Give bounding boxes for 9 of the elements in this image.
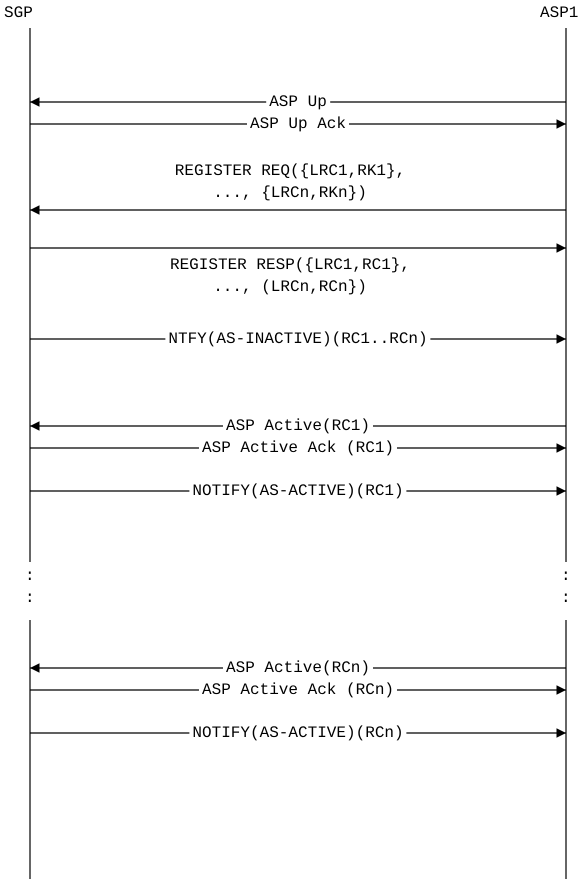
message-arrow [30,97,566,107]
continuation-mark: : [561,589,571,607]
continuation-mark: : [25,567,35,585]
continuation-mark: : [561,567,571,585]
message-arrow [30,243,566,253]
message-arrow [30,205,566,215]
lifeline-header: SGP [4,4,33,22]
continuation-mark: : [25,589,35,607]
lifeline-header: ASP1 [540,4,578,22]
